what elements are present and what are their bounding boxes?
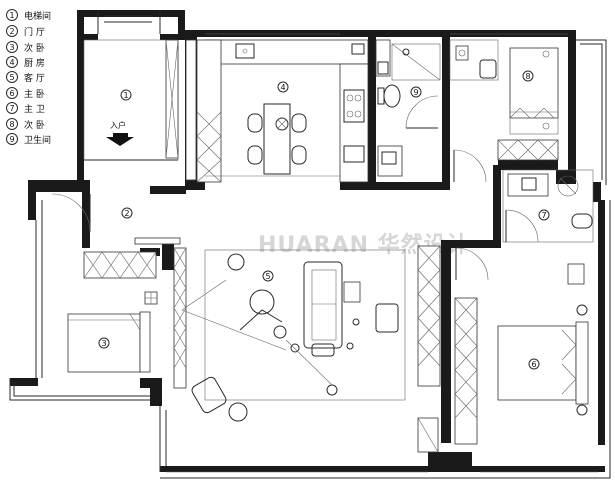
desk-chair bbox=[479, 59, 497, 79]
tv-cabinet bbox=[417, 245, 441, 387]
legend-label: 主 卧 bbox=[24, 88, 45, 100]
legend-label: 厨 房 bbox=[24, 57, 45, 69]
legend-item: 5 客 厅 bbox=[6, 71, 45, 84]
legend-item: 6 主 卧 bbox=[6, 87, 45, 100]
armchair bbox=[375, 303, 399, 333]
door-swing bbox=[405, 95, 439, 129]
room-foyer: 2 bbox=[51, 39, 197, 389]
room-master-bath: 7 bbox=[502, 169, 594, 243]
legend-label: 主 卫 bbox=[24, 103, 45, 115]
room-number: 4 bbox=[280, 83, 285, 92]
room-elevator-hall: 1 入户 bbox=[83, 39, 179, 161]
legend-item: 4 厨 房 bbox=[6, 56, 45, 69]
room-number: 6 bbox=[531, 360, 536, 369]
room-bedroom-left: 3 bbox=[67, 251, 158, 373]
kitchen-counter-top bbox=[204, 39, 369, 65]
legend-label: 次 卧 bbox=[24, 42, 45, 54]
room-number: 7 bbox=[541, 211, 546, 220]
room-living: 5 bbox=[181, 249, 406, 422]
dining-chair bbox=[291, 145, 307, 165]
room-bathroom: 9 bbox=[375, 39, 441, 177]
sink-icon bbox=[235, 43, 255, 59]
legend-item: 7 主 卫 bbox=[6, 102, 45, 115]
room-number: 5 bbox=[265, 272, 270, 281]
outer-lines bbox=[9, 10, 611, 479]
door-swing bbox=[51, 193, 91, 233]
legend-label: 客 厅 bbox=[24, 72, 45, 84]
floor-lamp-icon bbox=[290, 343, 300, 353]
shower-area bbox=[557, 175, 579, 197]
balcony-chair bbox=[191, 376, 227, 414]
shoe-cabinet bbox=[185, 39, 197, 181]
legend-item: 3 次 卧 bbox=[6, 41, 45, 54]
dining-chair bbox=[247, 145, 263, 165]
windows bbox=[166, 33, 598, 473]
legend-number: 4 bbox=[9, 58, 14, 67]
lounge-chair bbox=[249, 289, 275, 315]
dining-table bbox=[263, 103, 291, 175]
lamp-icon bbox=[275, 117, 289, 131]
room-bedroom-top-right: 8 bbox=[449, 39, 559, 183]
room-number: 3 bbox=[101, 339, 106, 348]
master-bed bbox=[497, 325, 577, 401]
room-number: 1 bbox=[123, 91, 128, 100]
kitchen-counter-side bbox=[339, 63, 369, 183]
legend-number: 1 bbox=[9, 11, 14, 20]
legend-number: 5 bbox=[9, 73, 14, 82]
bathroom-cabinet bbox=[375, 39, 391, 77]
nightstand-lamp-icon bbox=[576, 404, 588, 416]
oven-icon bbox=[343, 145, 365, 163]
stove-icon bbox=[343, 89, 365, 123]
legend-label: 电梯间 bbox=[24, 10, 51, 22]
shower-area bbox=[391, 43, 441, 81]
legend-number: 8 bbox=[9, 120, 14, 129]
side-cabinet bbox=[343, 281, 361, 303]
entrance-label: 入户 bbox=[110, 120, 126, 130]
side-table bbox=[227, 253, 245, 271]
legend-number: 7 bbox=[9, 104, 14, 113]
kitchen-tall-cabinet bbox=[196, 39, 222, 183]
entrance-arrow-icon bbox=[106, 133, 134, 146]
room-kitchen: 4 bbox=[196, 39, 369, 183]
room-number: 2 bbox=[124, 209, 129, 218]
dining-chair bbox=[247, 113, 263, 133]
room-number: 9 bbox=[413, 88, 418, 97]
legend-number: 3 bbox=[9, 43, 14, 52]
door-swing bbox=[455, 247, 489, 281]
legend-label: 次 卧 bbox=[24, 119, 45, 131]
wardrobe bbox=[83, 251, 157, 279]
balcony-table bbox=[228, 402, 248, 422]
toilet-icon bbox=[383, 84, 401, 108]
desk-lamp bbox=[455, 45, 469, 61]
toilet-icon bbox=[571, 213, 593, 229]
legend-label: 卫生间 bbox=[24, 134, 51, 146]
legend-number: 9 bbox=[9, 135, 14, 144]
legend-item: 8 次 卧 bbox=[6, 118, 45, 131]
nightstand-lamp-icon bbox=[576, 304, 588, 316]
legend-item: 9 卫生间 bbox=[6, 133, 51, 146]
legend-label: 门 厅 bbox=[24, 26, 45, 38]
legend-item: 1 电梯间 bbox=[6, 9, 51, 22]
living-rug bbox=[204, 249, 406, 401]
room-number: 8 bbox=[525, 72, 530, 81]
master-vanity bbox=[507, 173, 549, 197]
side-table bbox=[567, 263, 585, 285]
legend-item: 2 门 厅 bbox=[6, 25, 45, 38]
legend-number: 6 bbox=[9, 89, 14, 98]
door-swing bbox=[505, 209, 539, 243]
legend-number: 2 bbox=[9, 27, 14, 36]
door-swing bbox=[453, 149, 487, 183]
sofa bbox=[303, 261, 343, 349]
wardrobe bbox=[454, 297, 478, 445]
room-master-bedroom: 6 bbox=[417, 245, 589, 453]
dining-chair bbox=[291, 113, 307, 133]
bed bbox=[509, 47, 559, 119]
